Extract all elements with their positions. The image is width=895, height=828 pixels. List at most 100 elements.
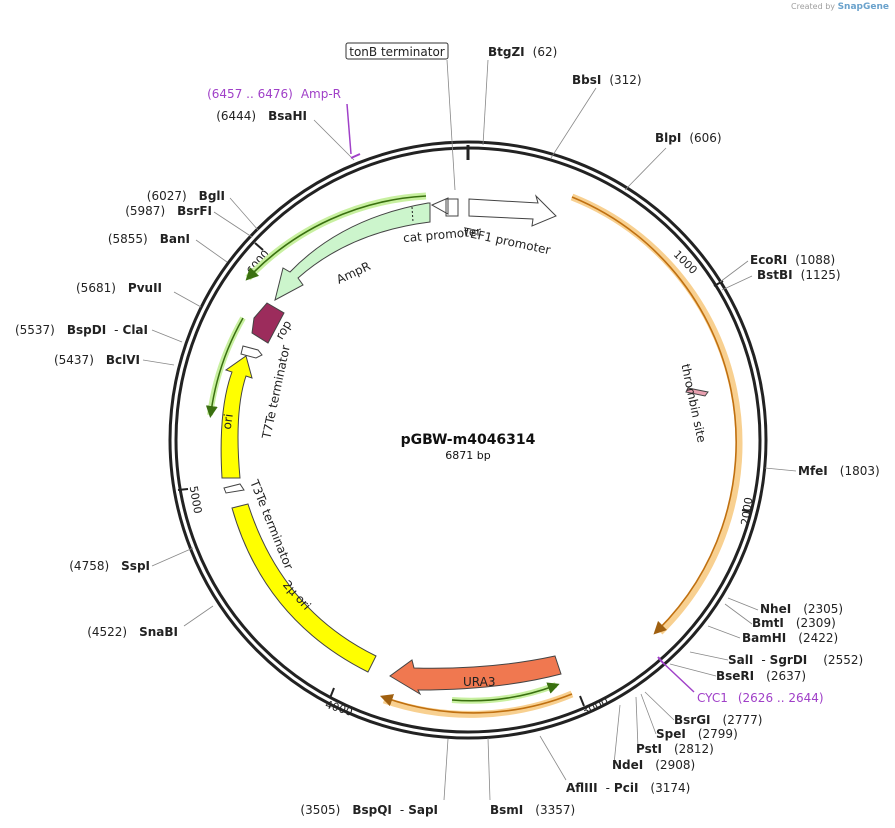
site-afliii-enzyme2: PciI xyxy=(614,781,639,795)
site-pvuii-pos: (5681) xyxy=(76,281,116,295)
leader-pvuii xyxy=(173,291,202,308)
site-ndei-enzyme: NdeI xyxy=(612,758,643,772)
site-bstbi-enzyme: BstBI xyxy=(757,268,793,282)
t7te-label: T7Te terminator xyxy=(259,344,293,441)
rop-feature xyxy=(251,302,285,344)
site-beseri: BseRI (2637) xyxy=(716,669,806,683)
leader-bamhi xyxy=(707,625,741,639)
site-bamhi-enzyme: BamHI xyxy=(742,631,786,645)
site-bstbi-pos: (1125) xyxy=(801,268,841,282)
thrombin-site-feature xyxy=(685,387,709,397)
site-bsrgi-pos: (2777) xyxy=(723,713,763,727)
site-bbsi: BbsI(312) xyxy=(572,73,642,87)
ori-label: ori xyxy=(220,413,236,430)
tick-6000-mark xyxy=(254,242,264,251)
site-bspdi-enzyme2: ClaI xyxy=(123,323,148,337)
orf-right-arrow xyxy=(571,196,737,635)
tick-label-3000: 3000 xyxy=(580,695,611,719)
backbone-outer-ring xyxy=(168,140,768,740)
leader-sspi xyxy=(151,547,194,567)
site-afliii-enzyme: AflIII xyxy=(566,781,598,795)
site-bspdi-enzyme: BspDI xyxy=(67,323,106,337)
tick-label-2000: 2000 xyxy=(739,496,756,526)
site-snabi: (4522)SnaBI xyxy=(87,625,178,639)
ampr-primer-label: (6457 .. 6476)Amp-R xyxy=(207,87,341,101)
site-bmti-enzyme: BmtI xyxy=(752,616,784,630)
site-sspi-enzyme: SspI xyxy=(121,559,150,573)
brand-prefix: Created by xyxy=(791,2,836,11)
site-bspqi-pos: (3505) xyxy=(300,803,340,817)
site-ecori: EcoRI(1088) xyxy=(750,253,835,267)
site-afliii: AflIII-PciI(3174) xyxy=(566,781,690,795)
site-bstbi: BstBI (1125) xyxy=(757,268,841,282)
cyc1-primer-label: CYC1 (2626 .. 2644) xyxy=(697,691,824,705)
site-spei: SpeI(2799) xyxy=(656,727,738,741)
cyc1-primer-name: CYC1 xyxy=(697,691,728,705)
site-bbsi-pos: (312) xyxy=(609,73,641,87)
leader-sali xyxy=(689,651,729,661)
leader-bsmi xyxy=(487,737,491,801)
ampr-primer-mark xyxy=(350,153,361,159)
leader-snabi xyxy=(183,605,214,627)
site-bclvi: (5437)BclVI xyxy=(54,353,140,367)
leader-psti xyxy=(635,696,639,749)
site-labels-left: (3505)BspQI-SapI (4522)SnaBI (4758)SspI … xyxy=(15,109,438,817)
site-sspi-pos: (4758) xyxy=(69,559,109,573)
site-bgli-pos: (6027) xyxy=(147,189,187,203)
site-leaders xyxy=(142,59,797,801)
tonb-leader xyxy=(446,59,456,191)
site-bamhi: BamHI (2422) xyxy=(742,631,838,645)
site-pvuii: (5681)PvuII xyxy=(76,281,162,295)
cat-promoter-label: cat promoter xyxy=(403,224,482,245)
snapgene-brand: Created by SnapGene xyxy=(791,2,889,12)
site-mfei: MfeI(1803) xyxy=(798,464,880,478)
tick-marks xyxy=(177,242,753,707)
site-spei-enzyme: SpeI xyxy=(656,727,686,741)
tick-label-5000: 5000 xyxy=(187,485,205,515)
site-blpi-pos: (606) xyxy=(689,131,721,145)
site-beseri-pos: (2637) xyxy=(766,669,806,683)
site-beseri-enzyme: BseRI xyxy=(716,669,754,683)
site-blpi: BlpI (606) xyxy=(655,131,722,145)
site-bamhi-pos: (2422) xyxy=(798,631,838,645)
site-bspdi-pos: (5537) xyxy=(15,323,55,337)
site-bgli-enzyme: BglI xyxy=(199,189,225,203)
brand-name: SnapGene xyxy=(837,2,889,12)
site-ecori-enzyme: EcoRI xyxy=(750,253,787,267)
site-bmti: BmtI (2309) xyxy=(752,616,836,630)
site-bspqi-enzyme2: SapI xyxy=(408,803,438,817)
site-sspi: (4758) SspI xyxy=(69,559,150,573)
tef1-promoter-feature xyxy=(468,194,557,227)
leader-bani xyxy=(195,239,228,263)
site-sali-enzyme: SalI xyxy=(728,653,753,667)
orf-small-green-arrow xyxy=(451,682,560,702)
site-bani: (5855)BanI xyxy=(108,232,190,246)
leader-bsrgi xyxy=(644,691,675,721)
ampr-primer-name: Amp-R xyxy=(301,87,341,101)
cyc1-primer-range: (2626 .. 2644) xyxy=(738,691,824,705)
tick-1000-mark xyxy=(713,280,724,287)
leader-bbsi xyxy=(550,87,597,159)
site-bsahi-enzyme: BsaHI xyxy=(268,109,307,123)
tef1-promoter-label: TEF1 promoter xyxy=(461,225,552,257)
ampr-feature xyxy=(274,202,431,301)
ura3-feature xyxy=(389,655,562,696)
cat-promoter-feature xyxy=(430,197,459,217)
site-bsmi-enzyme: BsmI xyxy=(490,803,523,817)
ampr-label: AmpR xyxy=(334,259,372,287)
thrombin-site-label: thrombin site xyxy=(678,363,708,444)
site-psti: PstI(2812) xyxy=(636,742,714,756)
site-bgli: (6027) BglI xyxy=(147,189,225,203)
cyc1-primer-leader xyxy=(659,659,695,693)
site-nhei: NheI(2305) xyxy=(760,602,843,616)
site-bmti-pos: (2309) xyxy=(796,616,836,630)
site-sali-pos: (2552) xyxy=(823,653,863,667)
tick-4000-mark xyxy=(329,687,335,699)
site-ndei-pos: (2908) xyxy=(655,758,695,772)
plasmid-name: pGBW-m4046314 xyxy=(401,432,536,448)
site-bspdi-sep: - xyxy=(114,323,118,337)
site-ndei: NdeI (2908) xyxy=(612,758,695,772)
site-psti-enzyme: PstI xyxy=(636,742,662,756)
site-blpi-enzyme: BlpI xyxy=(655,131,681,145)
